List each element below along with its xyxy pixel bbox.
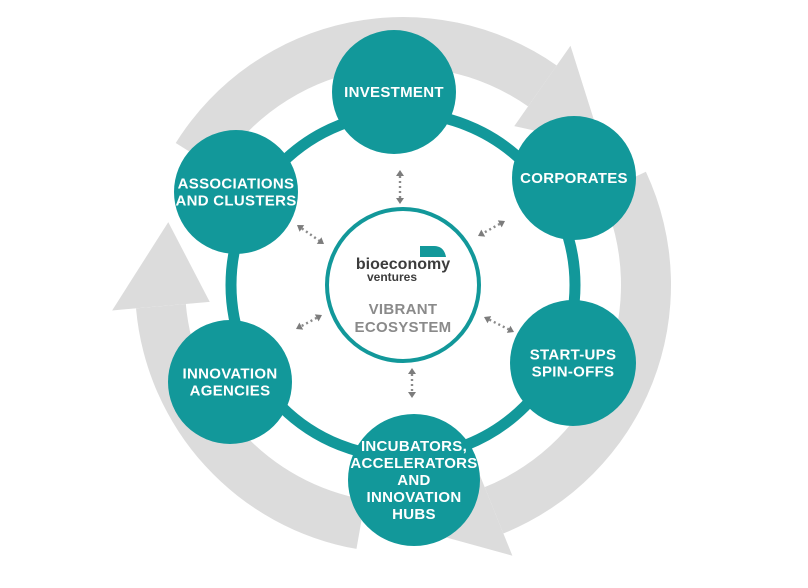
node-circle-startups: [510, 300, 636, 426]
connector-line: [300, 316, 318, 328]
node-label-incubators: INCUBATORS,: [361, 438, 467, 455]
node-label-incubators: HUBS: [392, 506, 436, 523]
node-circle-investment: [332, 30, 456, 154]
connector-arrowhead-icon: [314, 314, 322, 322]
nodes: INVESTMENTCORPORATESSTART-UPSSPIN-OFFSIN…: [168, 30, 636, 546]
node-label-innovation-agencies: INNOVATION: [183, 366, 278, 383]
node-label-incubators: ACCELERATORS: [350, 455, 477, 472]
bioeconomy-ventures-logo: bioeconomy ventures: [356, 246, 450, 284]
node-label-incubators: AND: [397, 472, 430, 489]
connector-line: [488, 318, 510, 331]
connector-arrowhead-icon: [408, 368, 416, 374]
logo-mark-icon: [420, 246, 446, 257]
center-text-line-1: VIBRANT: [369, 301, 438, 318]
connector-arrowhead-icon: [478, 229, 486, 237]
cycle-arrow-band: [484, 171, 672, 534]
center-text-line-2: ECOSYSTEM: [355, 319, 452, 336]
node-label-incubators: INNOVATION: [367, 489, 462, 506]
connector-arrowhead-icon: [484, 316, 492, 324]
connector-arrowhead-icon: [497, 220, 505, 228]
connector-arrowhead-icon: [297, 225, 305, 232]
node-circle-incubators: [348, 414, 480, 546]
logo-line-1: bioeconomy: [356, 256, 450, 273]
center-circle: [325, 207, 481, 363]
connectors: [296, 170, 514, 398]
node-circle-corporates: [512, 116, 636, 240]
node-investment: INVESTMENT: [332, 30, 456, 154]
connector-arrowhead-icon: [396, 198, 404, 204]
connector-line: [301, 227, 320, 242]
node-label-startups: START-UPS: [530, 347, 617, 364]
connector-line: [482, 222, 501, 235]
connector-arrowhead-icon: [506, 325, 514, 333]
connector-arrowhead-icon: [408, 392, 416, 398]
node-label-corporates: CORPORATES: [520, 170, 628, 187]
connector-arrowhead-icon: [316, 237, 324, 244]
node-corporates: CORPORATES: [512, 116, 636, 240]
cycle-arrow-band: [175, 17, 557, 170]
connector-arrowhead-icon: [296, 322, 304, 330]
node-label-investment: INVESTMENT: [344, 84, 444, 101]
node-label-associations: ASSOCIATIONS: [178, 176, 295, 193]
node-label-startups: SPIN-OFFS: [532, 364, 615, 381]
logo-line-2: ventures: [367, 270, 417, 284]
node-label-associations: AND CLUSTERS: [175, 193, 296, 210]
center-hub: bioeconomy ventures VIBRANT ECOSYSTEM: [325, 207, 481, 363]
cycle-arrowhead-icon: [112, 222, 210, 311]
node-circle-innovation-agencies: [168, 320, 292, 444]
node-circle-associations: [174, 130, 298, 254]
node-label-innovation-agencies: AGENCIES: [190, 383, 271, 400]
connector-arrowhead-icon: [396, 170, 404, 176]
